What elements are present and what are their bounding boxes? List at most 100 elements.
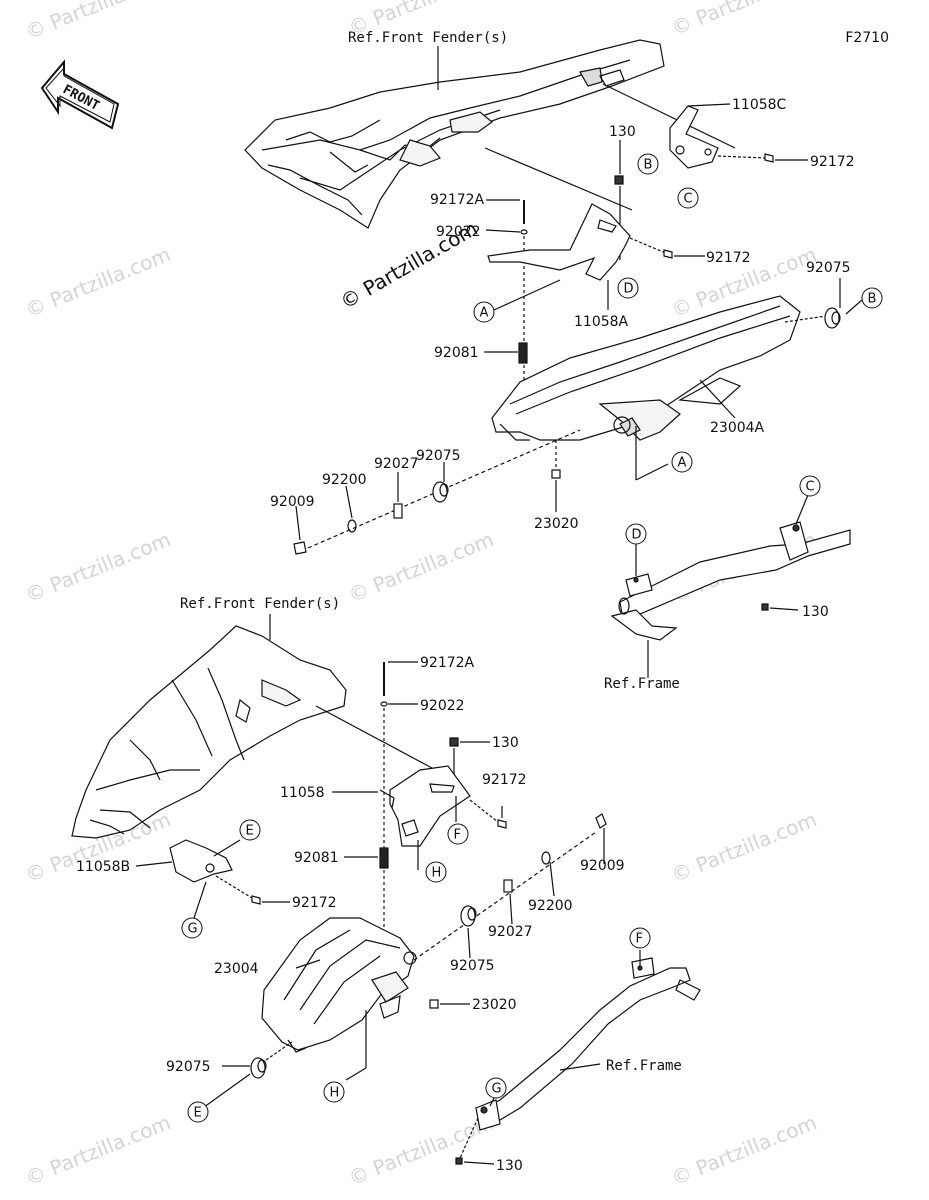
part-23004a: 23004A [710, 420, 765, 436]
callout-b: B [637, 153, 659, 175]
svg-text:D: D [632, 528, 642, 543]
leader [413, 831, 597, 961]
callout-h: H [323, 1081, 345, 1103]
leader [345, 1067, 367, 1081]
part-130: 130 [802, 604, 829, 620]
svg-text:B: B [868, 292, 877, 307]
bolt-icon [293, 541, 307, 555]
part-92075: 92075 [450, 958, 495, 974]
leader [509, 893, 513, 925]
part-92172: 92172 [706, 250, 751, 266]
nut-icon [551, 469, 561, 479]
leader [213, 839, 241, 857]
bolt-icon [614, 175, 624, 185]
callout-a: A [671, 451, 693, 473]
bolt-icon [761, 603, 769, 611]
leader [315, 705, 433, 769]
part-23004: 23004 [214, 961, 259, 977]
front-arrow-icon: FRONT [40, 59, 120, 130]
svg-text:B: B [644, 158, 653, 173]
leader [295, 959, 321, 969]
rear-flap-23004 [261, 917, 417, 1053]
svg-text:E: E [246, 824, 254, 839]
callout-a: A [473, 301, 495, 323]
washer-icon [520, 229, 528, 235]
washer-icon [347, 519, 357, 533]
leader [484, 147, 633, 211]
leader [459, 1117, 479, 1159]
svg-text:F: F [636, 932, 643, 947]
svg-text:G: G [188, 922, 198, 937]
grommet-icon [824, 307, 841, 329]
leader [135, 861, 173, 867]
part-11058c: 11058C [732, 97, 787, 113]
part-92172: 92172 [810, 154, 855, 170]
bolt-icon [595, 813, 607, 829]
svg-text:F: F [454, 828, 461, 843]
part-11058a: 11058A [574, 314, 629, 330]
bolt-icon [663, 249, 673, 259]
leader [699, 379, 736, 419]
leader [467, 927, 471, 959]
leader [687, 103, 731, 107]
bolt-icon [764, 153, 774, 163]
part-92172: 92172 [292, 895, 337, 911]
svg-text:A: A [678, 456, 687, 471]
bolt-icon [497, 819, 507, 829]
svg-text:G: G [492, 1082, 502, 1097]
bolt-icon [449, 737, 459, 747]
part-11058b: 11058B [76, 859, 130, 875]
spacer-icon [379, 847, 389, 869]
part-92172a: 92172A [420, 655, 475, 671]
leader [485, 229, 521, 233]
leader [463, 1161, 495, 1165]
grommet-icon [460, 905, 477, 927]
part-92075: 92075 [166, 1059, 211, 1075]
part-92172: 92172 [482, 772, 527, 788]
bracket-11058c [669, 105, 719, 169]
callout-g: G [181, 917, 203, 939]
leader [635, 463, 669, 481]
part-92200: 92200 [528, 898, 573, 914]
part-130: 130 [609, 124, 636, 140]
ref-frame-bottom: Ref.Frame [606, 1058, 682, 1074]
leader [845, 299, 863, 315]
leader [199, 1073, 251, 1111]
frame-top [610, 521, 851, 641]
grommet-icon [432, 481, 449, 503]
leader [559, 1063, 601, 1071]
grommet-icon [250, 1057, 267, 1079]
part-92075: 92075 [416, 448, 461, 464]
part-92081: 92081 [294, 850, 339, 866]
callout-c: C [799, 475, 821, 497]
part-11058: 11058 [280, 785, 325, 801]
part-92022: 92022 [420, 698, 465, 714]
ref-frame-top: Ref.Frame [604, 676, 680, 692]
callout-h: H [425, 861, 447, 883]
part-130: 130 [496, 1158, 523, 1174]
part-92200: 92200 [322, 472, 367, 488]
part-92022: 92022 [436, 224, 481, 240]
callout-e: E [239, 819, 261, 841]
part-92009: 92009 [580, 858, 625, 874]
callout-b: B [861, 287, 883, 309]
svg-text:E: E [194, 1106, 202, 1121]
callout-d: D [617, 277, 639, 299]
rear-flap-23004a [491, 295, 801, 441]
part-92027: 92027 [488, 924, 533, 940]
svg-text:C: C [806, 480, 815, 495]
bracket-11058a [487, 203, 669, 281]
leader [193, 881, 207, 919]
part-23020: 23020 [534, 516, 579, 532]
collar-icon [503, 879, 513, 893]
washer-icon [541, 851, 551, 865]
leader [549, 861, 555, 897]
front-fender-top [244, 39, 665, 229]
leader [784, 315, 827, 323]
callout-c: C [677, 187, 699, 209]
leader [265, 1041, 293, 1061]
svg-text:H: H [432, 866, 442, 881]
ref-front-fender-bottom: Ref.Front Fender(s) [180, 596, 340, 612]
svg-text:H: H [330, 1086, 340, 1101]
nut-icon [429, 999, 439, 1009]
